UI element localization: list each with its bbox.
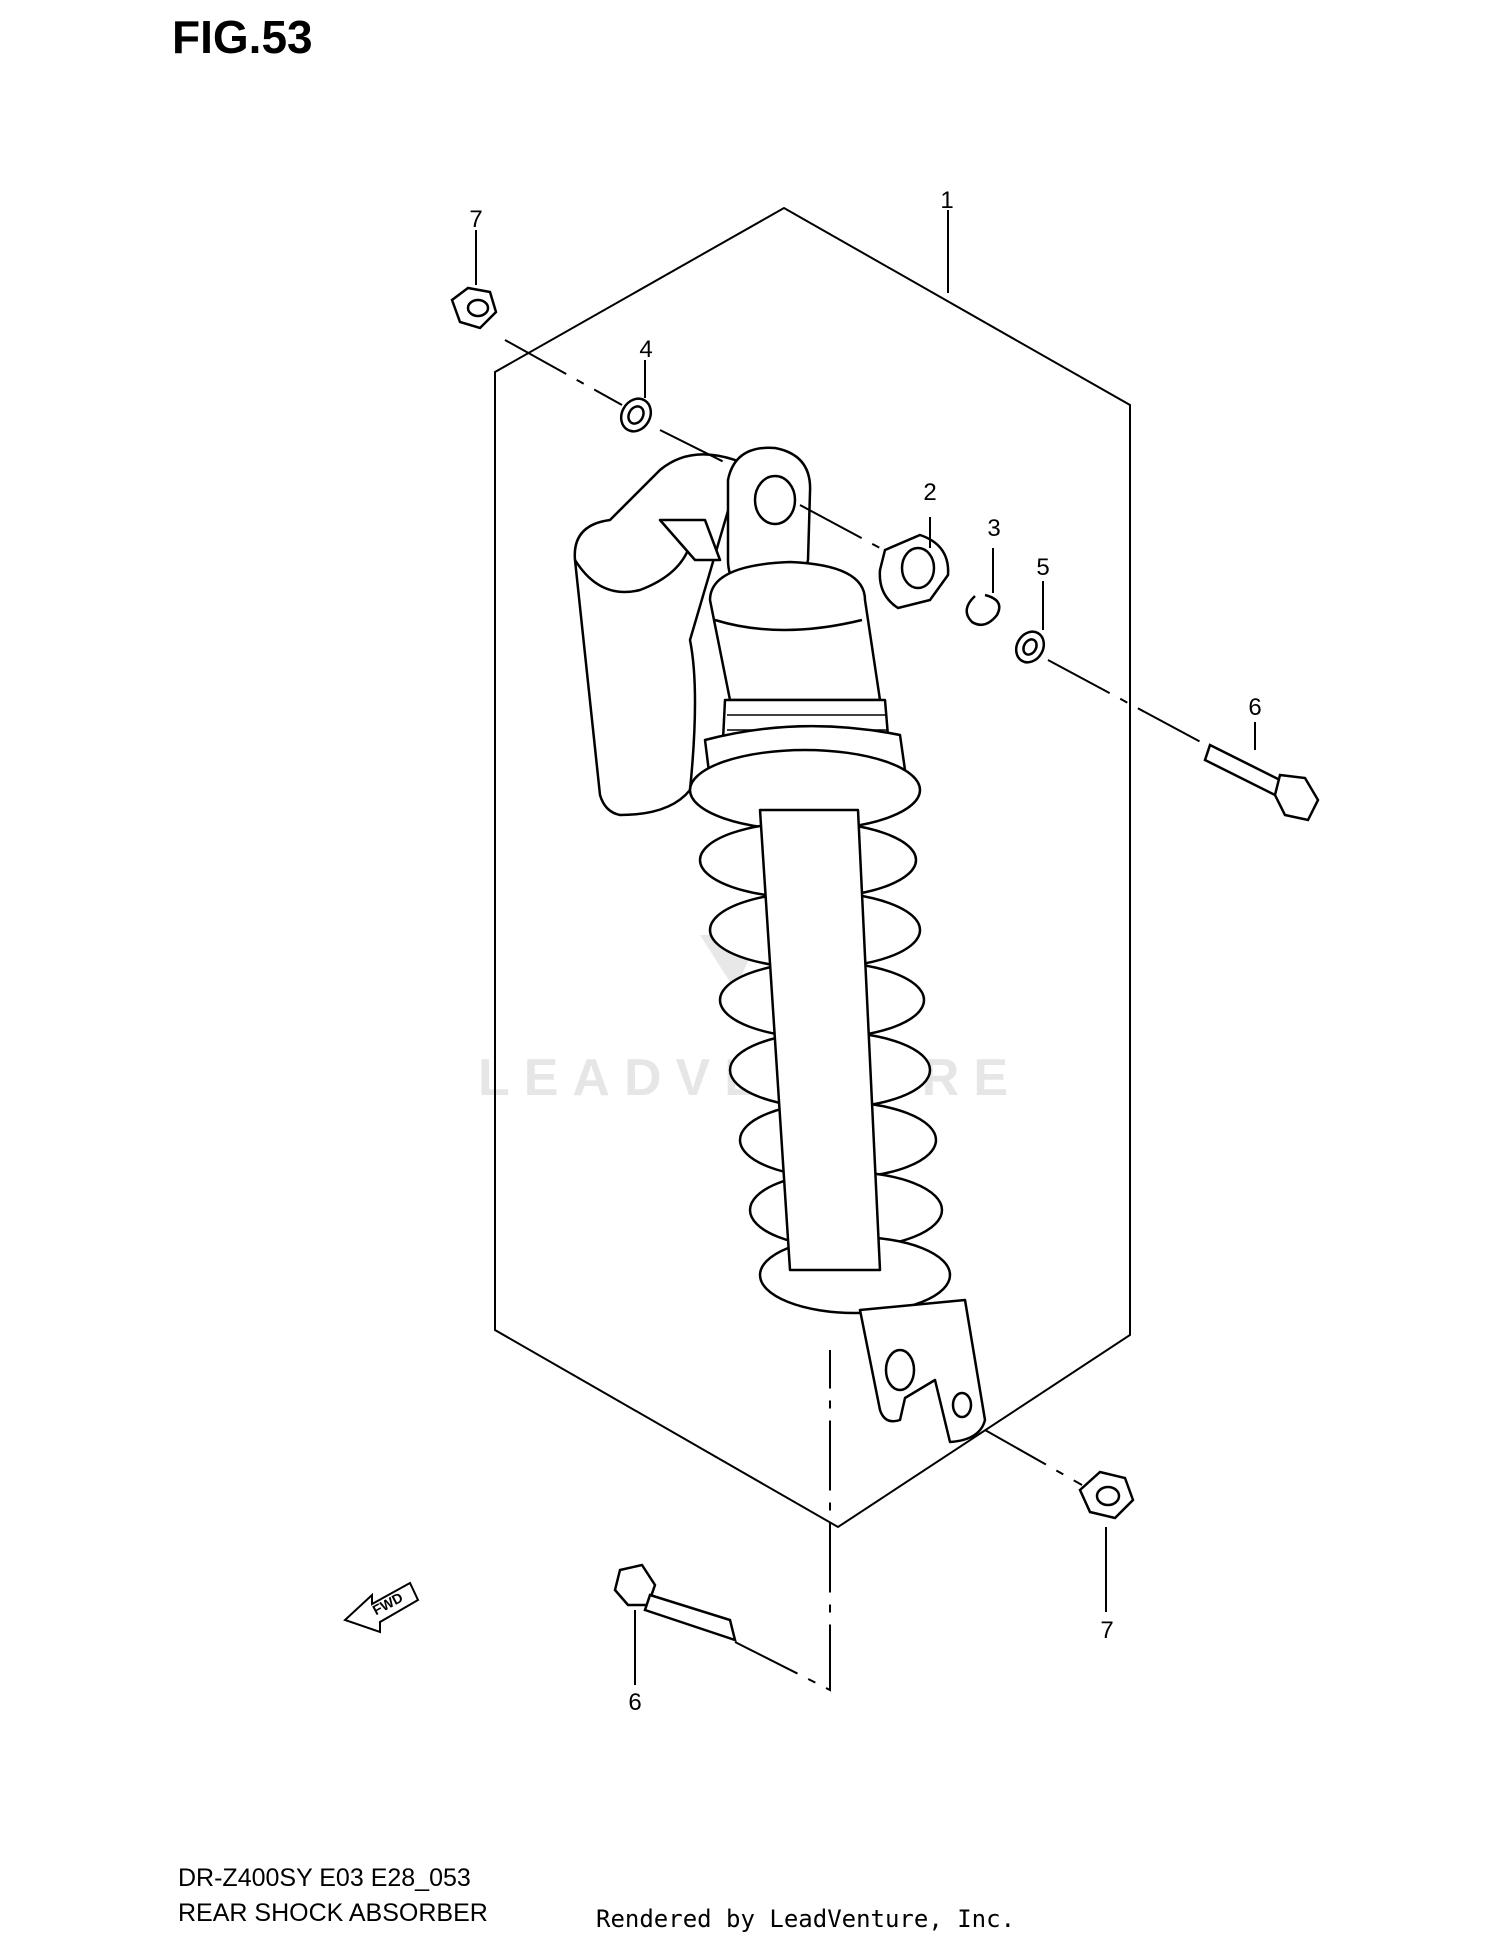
model-code: DR-Z400SY E03 E28_053	[178, 1864, 471, 1892]
callout-1: 1	[940, 187, 953, 214]
assembly-box	[494, 206, 1131, 1529]
part-3-circlip	[965, 593, 1001, 627]
part-7-nut-top	[450, 286, 498, 330]
part-4-washer	[619, 397, 653, 433]
shock-absorber	[573, 446, 987, 1444]
assembly-dash-lines	[504, 339, 1211, 1692]
part-6-bolt-bottom	[613, 1563, 737, 1642]
rendered-by-credit: Rendered by LeadVenture, Inc.	[596, 1905, 1016, 1933]
callout-2: 2	[923, 479, 936, 506]
part-2-bushing	[878, 533, 950, 610]
callout-7-bottom: 7	[1100, 1617, 1113, 1644]
part-7-nut-bottom	[1078, 1470, 1135, 1520]
part-5-washer	[1014, 630, 1046, 664]
callout-5: 5	[1036, 554, 1049, 581]
callout-3: 3	[987, 515, 1000, 542]
leader-lines	[475, 210, 1256, 1685]
figure-title: FIG.53	[172, 11, 313, 63]
callout-4: 4	[639, 336, 652, 363]
callout-7-top: 7	[469, 206, 482, 233]
callout-6-bottom: 6	[628, 1689, 641, 1716]
part-6-bolt-top	[1203, 743, 1320, 822]
callout-6-top: 6	[1248, 694, 1261, 721]
forward-arrow-icon: FWD	[343, 1581, 420, 1634]
diagram-caption: REAR SHOCK ABSORBER	[178, 1899, 488, 1927]
